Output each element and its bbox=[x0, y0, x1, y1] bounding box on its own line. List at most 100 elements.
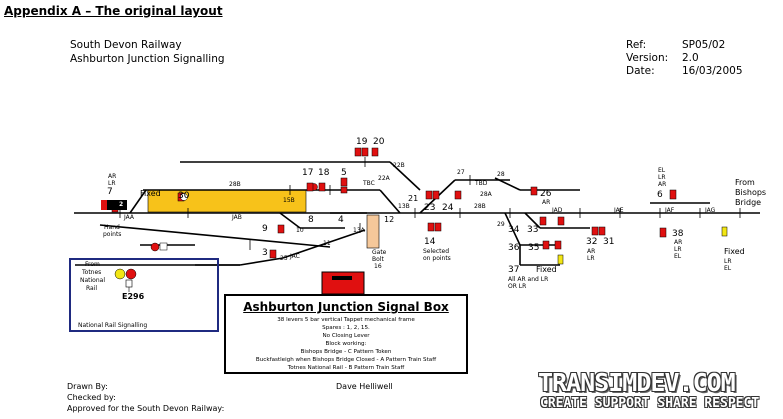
lever-18: 18 bbox=[318, 168, 330, 178]
note-el-1: EL bbox=[658, 167, 666, 174]
date-label: Date: bbox=[626, 65, 655, 77]
note-e296: E296 bbox=[122, 292, 145, 301]
note-nr-signalling: National Rail Signalling bbox=[78, 322, 148, 329]
watermark-tagline: CREATE SUPPORT SHARE RESPECT bbox=[540, 396, 760, 411]
signal-box-line-6: Buckfastleigh when Bishops Bridge Closed… bbox=[255, 357, 437, 363]
east-branch-2 bbox=[524, 212, 541, 229]
lever-12: 12 bbox=[384, 215, 395, 224]
note-selected-2: on points bbox=[423, 255, 451, 262]
note-all-ar-2: OR LR bbox=[508, 283, 527, 290]
note-el-2: LR bbox=[658, 174, 666, 181]
lever-35: 35 bbox=[528, 243, 540, 253]
label-13a: 13A bbox=[353, 227, 365, 234]
label-25: 25 bbox=[280, 255, 288, 262]
note-fixed-2: Fixed bbox=[536, 265, 557, 274]
label-29: 29 bbox=[497, 221, 505, 228]
note-all-ar-1: All AR and LR bbox=[508, 276, 549, 283]
signal-box-icon bbox=[321, 271, 365, 295]
company-name: South Devon Railway bbox=[70, 39, 182, 51]
signal-box-line-4: Block working: bbox=[325, 341, 367, 347]
lever-34: 34 bbox=[508, 225, 520, 235]
signal-box-title: Ashburton Junction Signal Box bbox=[243, 300, 449, 314]
label-22b: 22B bbox=[393, 162, 405, 169]
lever-9: 9 bbox=[262, 224, 268, 234]
note-ar-1: AR bbox=[108, 173, 117, 180]
lever-7: 7 bbox=[107, 187, 113, 197]
footer-checked-by: Checked by: bbox=[67, 393, 116, 402]
lever-37: 37 bbox=[508, 265, 520, 275]
note-from-totnes-1: From bbox=[85, 261, 100, 268]
subject: Ashburton Junction Signalling bbox=[70, 53, 225, 65]
insulated-joints bbox=[119, 157, 741, 250]
branch-ne-slope bbox=[494, 177, 521, 191]
version-value: 2.0 bbox=[682, 52, 699, 64]
label-jad: JAD bbox=[552, 207, 563, 214]
note-el-3: AR bbox=[658, 181, 667, 188]
note-hand-1: Hand bbox=[104, 224, 120, 231]
label-28: 28 bbox=[497, 171, 505, 178]
label-28b: 28B bbox=[229, 181, 241, 188]
signal-box-line-3: No Closing Lever bbox=[322, 333, 370, 339]
note-from-totnes-3: National bbox=[80, 277, 106, 284]
disc-signal-9-box bbox=[159, 242, 168, 251]
signal-box-line-5: Bishops Bridge - C Pattern Token bbox=[300, 349, 392, 355]
label-28a: 28A bbox=[480, 191, 492, 198]
note-fixed-1: Fixed bbox=[140, 189, 161, 198]
label-22a: 22A bbox=[378, 175, 390, 182]
ref-label: Ref: bbox=[626, 39, 647, 51]
signal-7-number: 2 bbox=[119, 201, 124, 208]
note-from-totnes-2: Totnes bbox=[82, 269, 102, 276]
version-label: Version: bbox=[626, 52, 669, 64]
label-10: 10 bbox=[296, 227, 304, 234]
lever-24: 24 bbox=[442, 203, 454, 213]
lever-21: 21 bbox=[408, 194, 419, 203]
signal-7-red bbox=[101, 200, 107, 210]
lever-6: 6 bbox=[657, 190, 663, 200]
footer-drawn-by: Drawn By: bbox=[67, 382, 108, 391]
note-gate-1: Gate bbox=[372, 249, 387, 256]
signal-7-box bbox=[101, 200, 127, 210]
lever-17: 17 bbox=[302, 168, 314, 178]
siding-8 bbox=[279, 212, 301, 229]
note-fixed-3: Fixed bbox=[724, 247, 745, 256]
note-gate-3: 16 bbox=[374, 263, 382, 270]
note-lr-38: LR bbox=[674, 246, 682, 253]
label-jaf: JAF bbox=[665, 207, 675, 214]
ground-signals bbox=[111, 147, 728, 265]
lever-32: 32 bbox=[586, 237, 598, 247]
note-el-fixed: EL bbox=[724, 265, 732, 272]
footer-drawn-by-name: Dave Helliwell bbox=[336, 382, 393, 391]
lever-26: 26 bbox=[540, 189, 552, 199]
siding-jac-2 bbox=[282, 229, 366, 259]
label-jae: JAE bbox=[614, 207, 624, 214]
lever-3: 3 bbox=[262, 248, 268, 258]
note-hand-2: points bbox=[103, 231, 122, 238]
loop-connector-east bbox=[379, 189, 401, 214]
signal-box-line-7: Totnes National Rail - B Pattern Train S… bbox=[287, 365, 405, 371]
label-jaa: JAA bbox=[124, 214, 135, 221]
lever-4: 4 bbox=[338, 215, 344, 225]
lever-20: 20 bbox=[373, 137, 385, 147]
label-jag: JAG bbox=[705, 207, 716, 214]
note-lr-1: LR bbox=[108, 180, 116, 187]
signal-box-line-2: Spares : 1, 2, 15. bbox=[322, 325, 370, 331]
label-tbc: TBC bbox=[363, 180, 375, 187]
note-gate-2: Bolt bbox=[372, 256, 384, 263]
note-from-bishops-3: Bridge bbox=[735, 198, 762, 207]
label-11: 11 bbox=[323, 240, 331, 247]
signal-box-window bbox=[332, 276, 352, 280]
lever-30: 30 bbox=[178, 191, 190, 201]
label-jac: JAC bbox=[290, 253, 300, 260]
note-ar-38: AR bbox=[674, 239, 683, 246]
disc-signal-9 bbox=[150, 242, 160, 252]
loop-connector-west bbox=[129, 189, 147, 214]
note-lr-fixed: LR bbox=[724, 258, 732, 265]
national-rail-area bbox=[69, 258, 219, 332]
label-13b: 13B bbox=[398, 203, 410, 210]
note-from-bishops-1: From bbox=[735, 178, 755, 187]
lever-38: 38 bbox=[672, 229, 684, 239]
lever-8: 8 bbox=[308, 215, 314, 225]
label-15b: 15B bbox=[283, 197, 295, 204]
